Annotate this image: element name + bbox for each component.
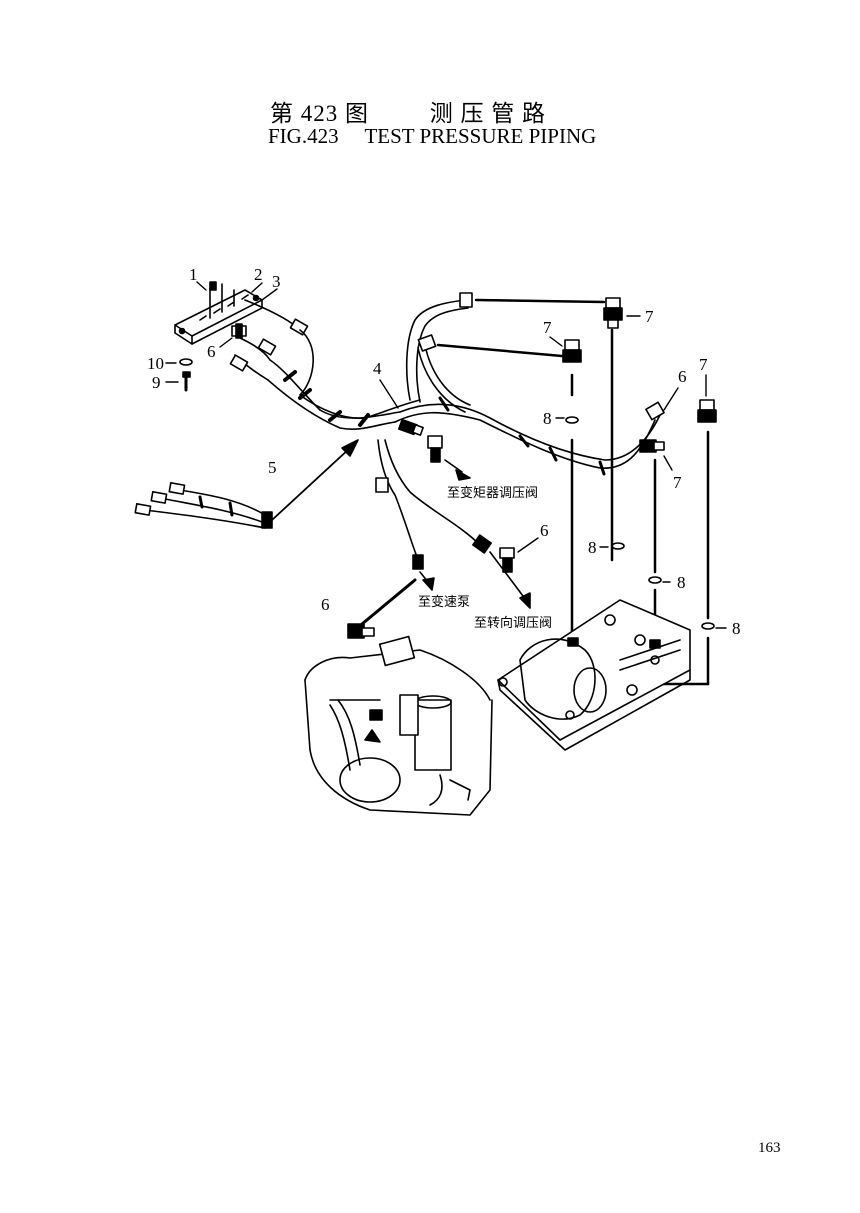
pressure-block bbox=[174, 283, 263, 345]
fitting-7-mid bbox=[436, 339, 582, 642]
note-to-transmission-pump: 至变速泵 bbox=[418, 594, 470, 610]
transmission-housing bbox=[497, 599, 691, 751]
callout-5: 5 bbox=[268, 458, 277, 477]
leader-lines bbox=[165, 281, 727, 629]
callout-7-top: 7 bbox=[645, 307, 654, 326]
washer-10 bbox=[179, 358, 193, 366]
hose-5 bbox=[134, 439, 359, 529]
figure-title-english: FIG.423 TEST PRESSURE PIPING bbox=[268, 124, 597, 148]
plug-1 bbox=[209, 281, 217, 291]
callout-8-upper: 8 bbox=[543, 409, 552, 428]
connector-6-lower bbox=[347, 623, 375, 639]
block-hoses bbox=[229, 299, 309, 381]
callout-6-block: 6 bbox=[207, 342, 216, 361]
bolt-9 bbox=[182, 371, 191, 392]
callout-2: 2 bbox=[254, 265, 263, 284]
callout-8-mid: 8 bbox=[588, 538, 597, 557]
orings-8 bbox=[565, 416, 715, 630]
figure-title-chinese: 第 423 图 测 压 管 路 bbox=[270, 101, 546, 126]
fitting-center bbox=[427, 435, 471, 481]
fitting-7-right bbox=[638, 399, 717, 686]
callout-4: 4 bbox=[373, 359, 382, 378]
callout-8-right: 8 bbox=[677, 573, 686, 592]
callout-7-lower: 7 bbox=[673, 473, 682, 492]
hose-bundle-4 bbox=[267, 329, 424, 436]
callout-6-right: 6 bbox=[678, 367, 687, 386]
callout-9: 9 bbox=[152, 373, 161, 392]
callout-8-far-right: 8 bbox=[732, 619, 741, 638]
fitting-7-top bbox=[474, 297, 623, 562]
callout-10: 10 bbox=[147, 354, 164, 373]
callout-3: 3 bbox=[272, 272, 281, 291]
callout-7-right: 7 bbox=[699, 355, 708, 374]
callout-7-mid: 7 bbox=[543, 318, 552, 337]
page-number: 163 bbox=[758, 1140, 781, 1156]
callout-1: 1 bbox=[189, 265, 198, 284]
callout-6-lower: 6 bbox=[321, 595, 330, 614]
lower-branch-hoses bbox=[360, 439, 531, 626]
engine-pump-assembly bbox=[304, 635, 493, 816]
upper-hose-run bbox=[394, 292, 665, 476]
connector-6-steering bbox=[499, 547, 515, 573]
connector-6-block bbox=[231, 323, 247, 339]
note-to-torque-converter-valve: 至变矩器调压阀 bbox=[447, 485, 538, 501]
callout-6-steering: 6 bbox=[540, 521, 549, 540]
note-to-steering-valve: 至转向调压阀 bbox=[474, 615, 552, 631]
